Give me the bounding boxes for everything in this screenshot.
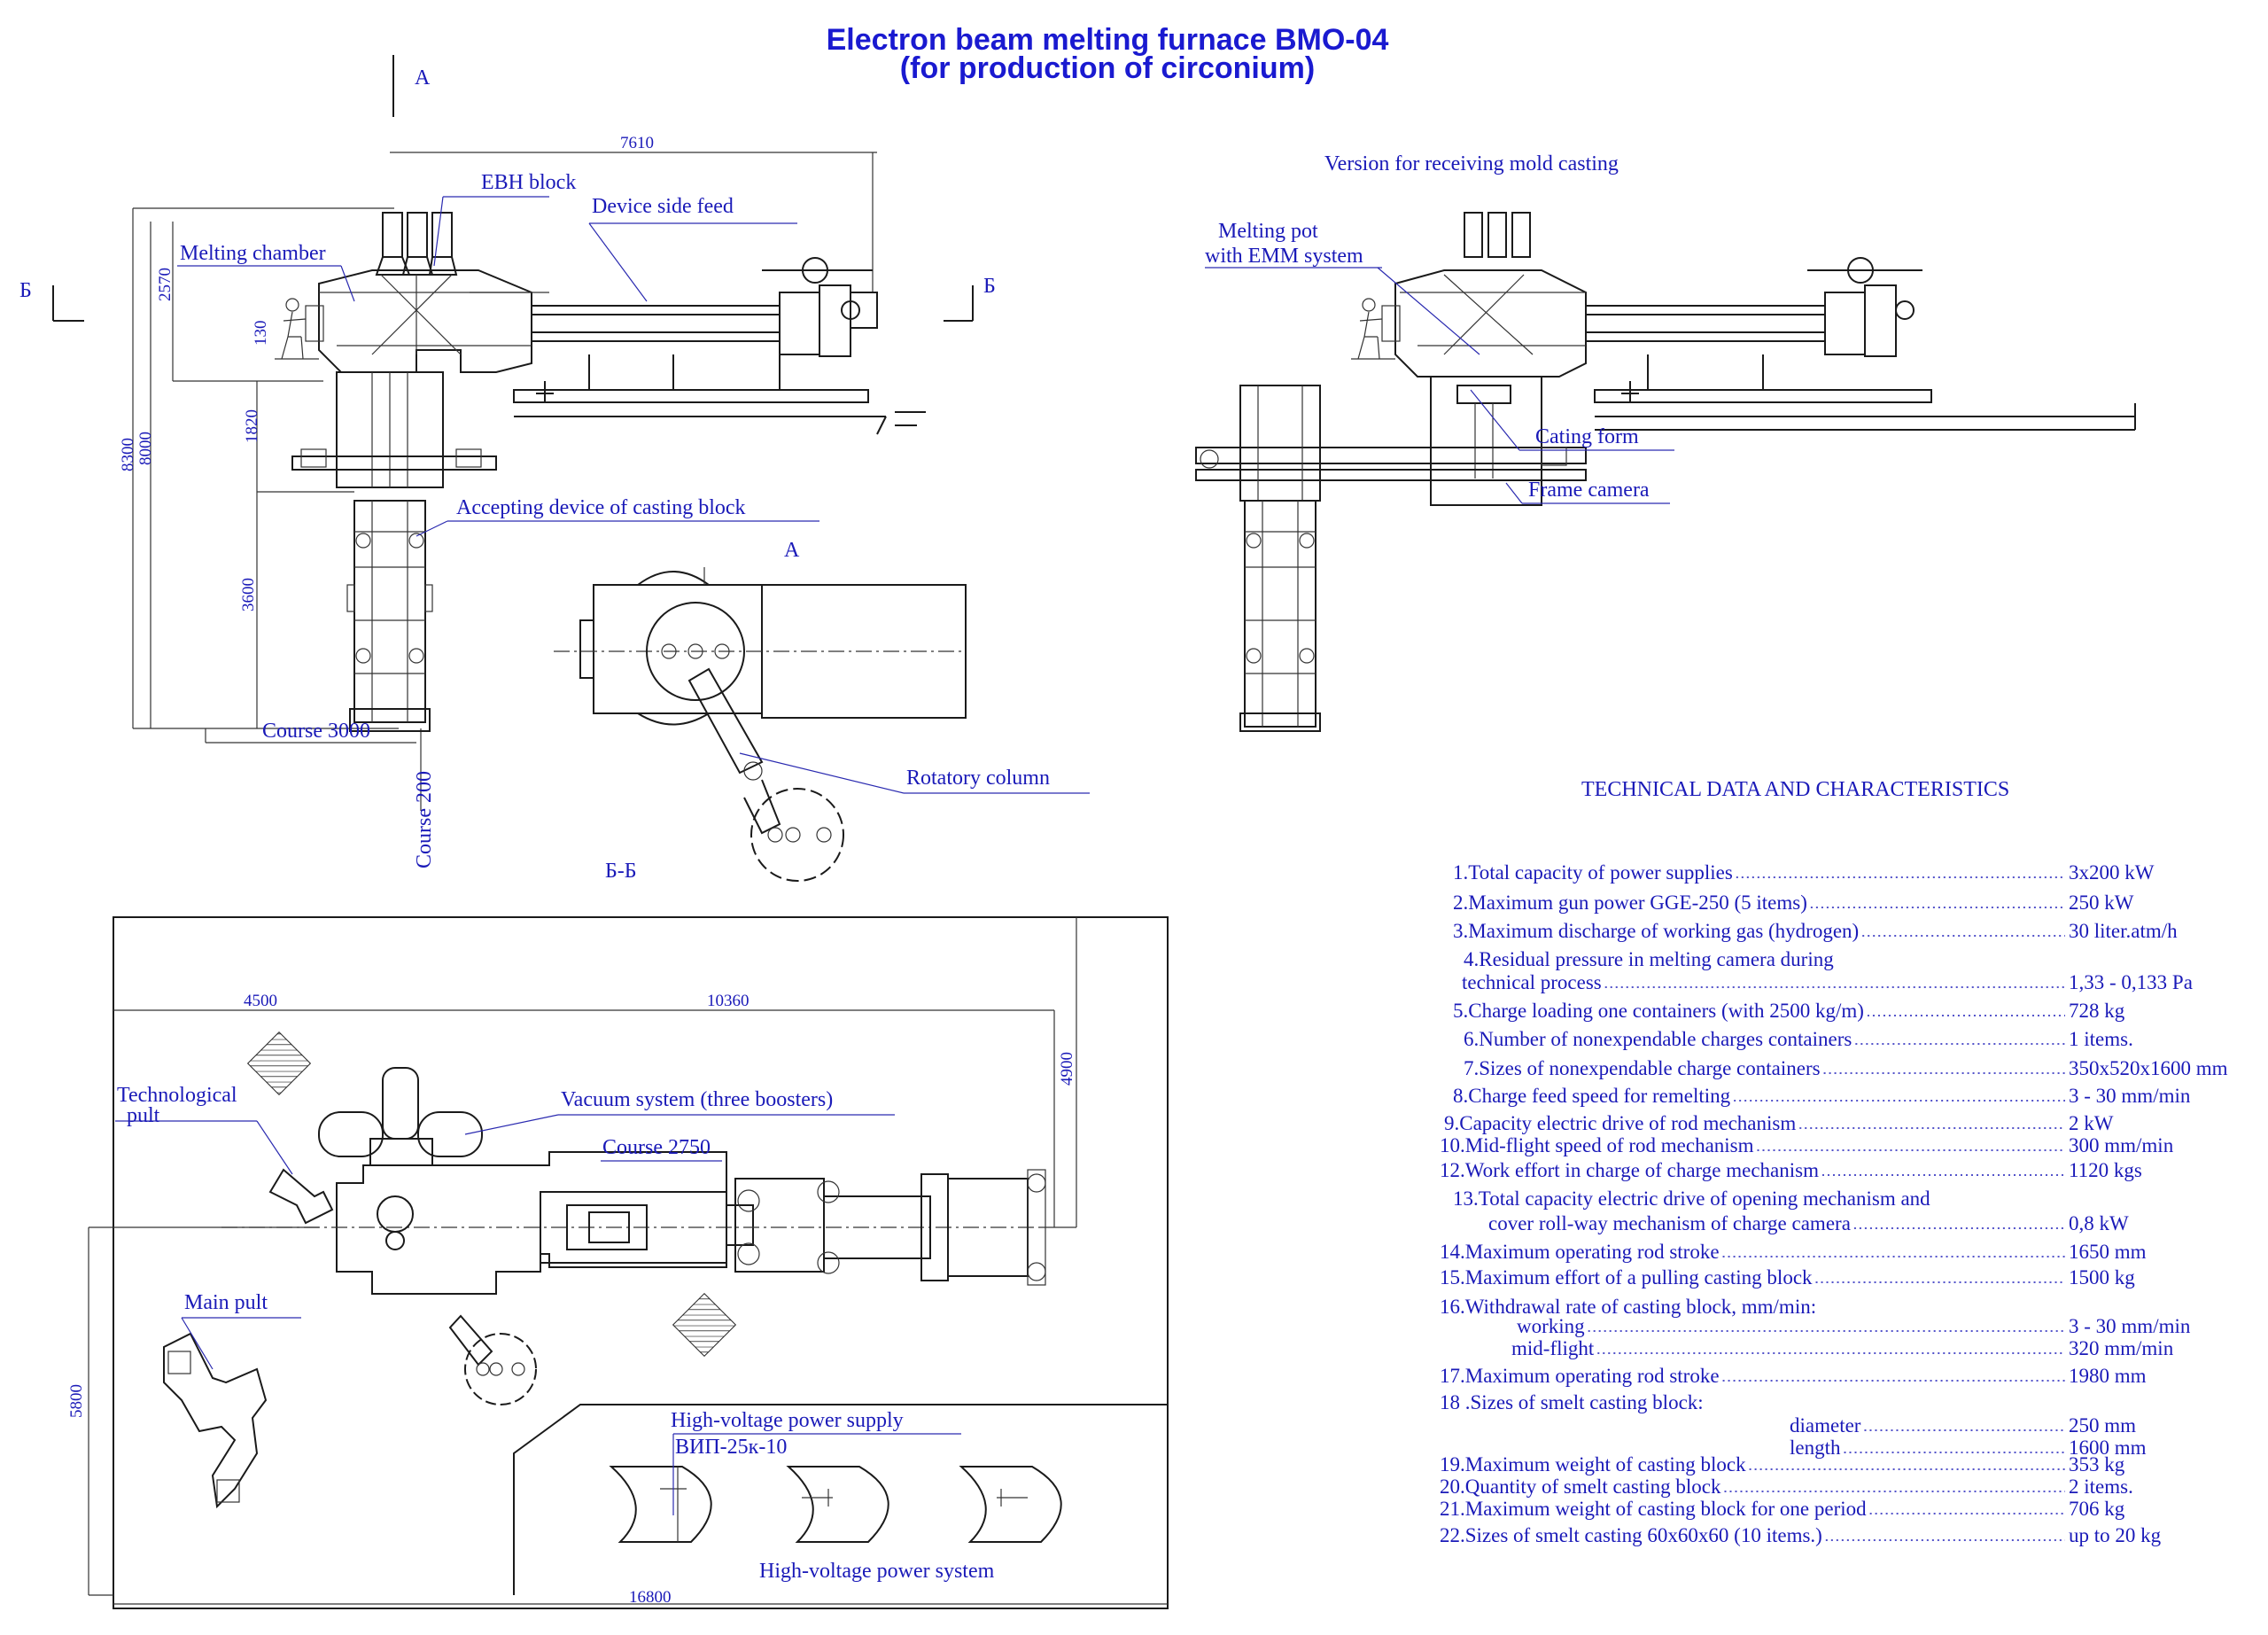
tech-row-label: 16.Withdrawal rate of casting block, mm/… [1440,1296,1816,1318]
tech-row-value: 2 kW [2069,1112,2114,1134]
section-mark-b-left: Б [19,279,32,302]
section-mark-bb-view: Б-Б [605,860,637,883]
tech-row-value: 3x200 kW [2069,861,2155,884]
tech-row-label: 4.Residual pressure in melting camera du… [1464,948,1834,970]
tech-row-value: 0,8 kW [2069,1212,2129,1234]
tech-row-label: working [1517,1315,1585,1337]
mold-version-heading: Version for receiving mold casting [1324,152,1619,175]
section-mark-a-top: A [415,66,431,90]
dim-4500: 4500 [244,992,277,1010]
tech-row-label: 10.Mid-flight speed of rod mechanism [1440,1134,1754,1156]
tech-row-label: 12.Work effort in charge of charge mecha… [1440,1159,1819,1181]
dim-7610: 7610 [620,134,654,152]
tech-row-value: 1500 kg [2069,1266,2135,1289]
label-course-2750: Course 2750 [602,1136,711,1159]
tech-row-label: 20.Quantity of smelt casting block [1440,1475,1721,1498]
label-course-3000: Course 3000 [262,720,370,743]
dim-3600: 3600 [239,578,258,611]
view-a: A Rotatory column [554,539,1090,882]
dim-4900: 4900 [1058,1052,1076,1086]
tech-row-value: 250 kW [2069,891,2134,914]
tech-row-value: up to 20 kg [2069,1524,2162,1546]
tech-row-value: 3 - 30 mm/min [2069,1085,2191,1107]
title-line-1: Electron beam melting furnace BMO-04 [827,23,1389,57]
tech-row-value: 30 liter.atm/h [2069,920,2178,942]
title-line-2: (for production of circonium) [900,51,1315,85]
dim-2570: 2570 [156,268,175,301]
mold-casting-view: Version for receiving mold casting [1195,152,2136,732]
label-course-200: Course 200 [413,771,436,868]
label-main-pult: Main pult [184,1291,268,1314]
tech-row-value: 350x520x1600 mm [2069,1057,2228,1079]
tech-row-label: 15.Maximum effort of a pulling casting b… [1440,1266,1813,1289]
label-melting-pot-2: with EMM system [1205,245,1363,268]
tech-data: TECHNICAL DATA AND CHARACTERISTICS 1.Tot… [1440,778,2228,1546]
tech-row-value: 2 items. [2069,1475,2133,1498]
dim-8300: 8300 [119,438,137,471]
dim-16800: 16800 [629,1588,672,1607]
label-technological-pult-1: Technological [117,1084,237,1107]
tech-row-value: 300 mm/min [2069,1134,2174,1156]
label-accepting-device: Accepting device of casting block [456,496,746,519]
tech-row-value: 1980 mm [2069,1365,2147,1387]
tech-row-value: 728 kg [2069,1000,2125,1022]
tech-row-label: 7.Sizes of nonexpendable charge containe… [1464,1057,1821,1079]
label-technological-pult-2: pult [127,1104,160,1127]
tech-row-value: 353 kg [2069,1453,2125,1475]
tech-row-value: 1650 mm [2069,1241,2147,1263]
label-hv-system: High-voltage power system [759,1560,995,1583]
label-rotatory-column: Rotatory column [906,767,1050,790]
tech-row-label: diameter [1790,1414,1861,1436]
dim-8000: 8000 [136,432,155,465]
tech-row-label: 1.Total capacity of power supplies [1453,861,1733,884]
ebh-guns [375,212,458,276]
tech-row-label: technical process [1462,971,1602,993]
tech-row-value: 250 mm [2069,1414,2136,1436]
tech-row-label: 5.Charge loading one containers (with 25… [1453,1000,1864,1022]
label-hv-supply: High-voltage power supply [671,1409,904,1432]
tech-row-label: 14.Maximum operating rod stroke [1440,1241,1720,1263]
label-device-side-feed: Device side feed [592,195,734,218]
label-melting-pot-1: Melting pot [1218,220,1318,243]
dim-130: 130 [252,321,270,346]
dim-5800: 5800 [67,1384,86,1418]
tech-row-value: 706 kg [2069,1498,2125,1520]
tech-row-label: 6.Number of nonexpendable charges contai… [1464,1028,1852,1050]
tech-row-label: 17.Maximum operating rod stroke [1440,1365,1720,1387]
tech-row-label: 19.Maximum weight of casting block [1440,1453,1746,1475]
tech-row-value: 1 items. [2069,1028,2133,1050]
tech-row-value: 1120 kgs [2069,1159,2142,1181]
section-mark-a-view: A [784,539,800,562]
tech-row-label: 9.Capacity electric drive of rod mechani… [1444,1112,1796,1134]
tech-row-value: 320 mm/min [2069,1337,2174,1359]
tech-row-label: length [1790,1436,1841,1459]
label-cating-form: Cating form [1535,425,1639,448]
tech-row-label: 22.Sizes of smelt casting 60x60x60 (10 i… [1440,1524,1822,1546]
label-frame-camera: Frame camera [1528,479,1650,502]
tech-row-label: mid-flight [1511,1337,1595,1359]
label-vacuum-system: Vacuum system (three boosters) [561,1088,833,1111]
tech-row-label: 21.Maximum weight of casting block for o… [1440,1498,1867,1520]
tech-data-rows: 1.Total capacity of power supplies 3x200 … [1440,861,2228,1546]
tech-row-value: 1,33 - 0,133 Pa [2069,971,2193,993]
front-view: A Б Б 7610 2570 130 1820 8300 8000 3600 [19,55,996,868]
tech-row-label: 3.Maximum discharge of working gas (hydr… [1453,920,1859,942]
label-ebh-block: EBH block [481,171,576,194]
tech-row-label: 13.Total capacity electric drive of open… [1453,1187,1930,1210]
section-mark-b-right: Б [983,275,996,298]
tech-data-heading: TECHNICAL DATA AND CHARACTERISTICS [1581,778,2009,801]
dim-1820: 1820 [243,409,261,443]
drawing-title: Electron beam melting furnace BMO-04 (fo… [827,23,1389,85]
label-melting-chamber: Melting chamber [180,242,326,265]
dim-10360: 10360 [707,992,750,1010]
tech-row-label: 18 .Sizes of smelt casting block: [1440,1391,1704,1413]
tech-row-value: 1600 mm [2069,1436,2147,1459]
plan-view: 4500 10360 4900 5800 16800 [67,916,1169,1609]
tech-row-label: cover roll-way mechanism of charge camer… [1488,1212,1851,1234]
label-hv-model: ВИП-25к-10 [675,1436,787,1459]
tech-row-label: 8.Charge feed speed for remelting [1453,1085,1731,1107]
tech-row-value: 3 - 30 mm/min [2069,1315,2191,1337]
tech-row-label: 2.Maximum gun power GGE-250 (5 items) [1453,891,1807,914]
